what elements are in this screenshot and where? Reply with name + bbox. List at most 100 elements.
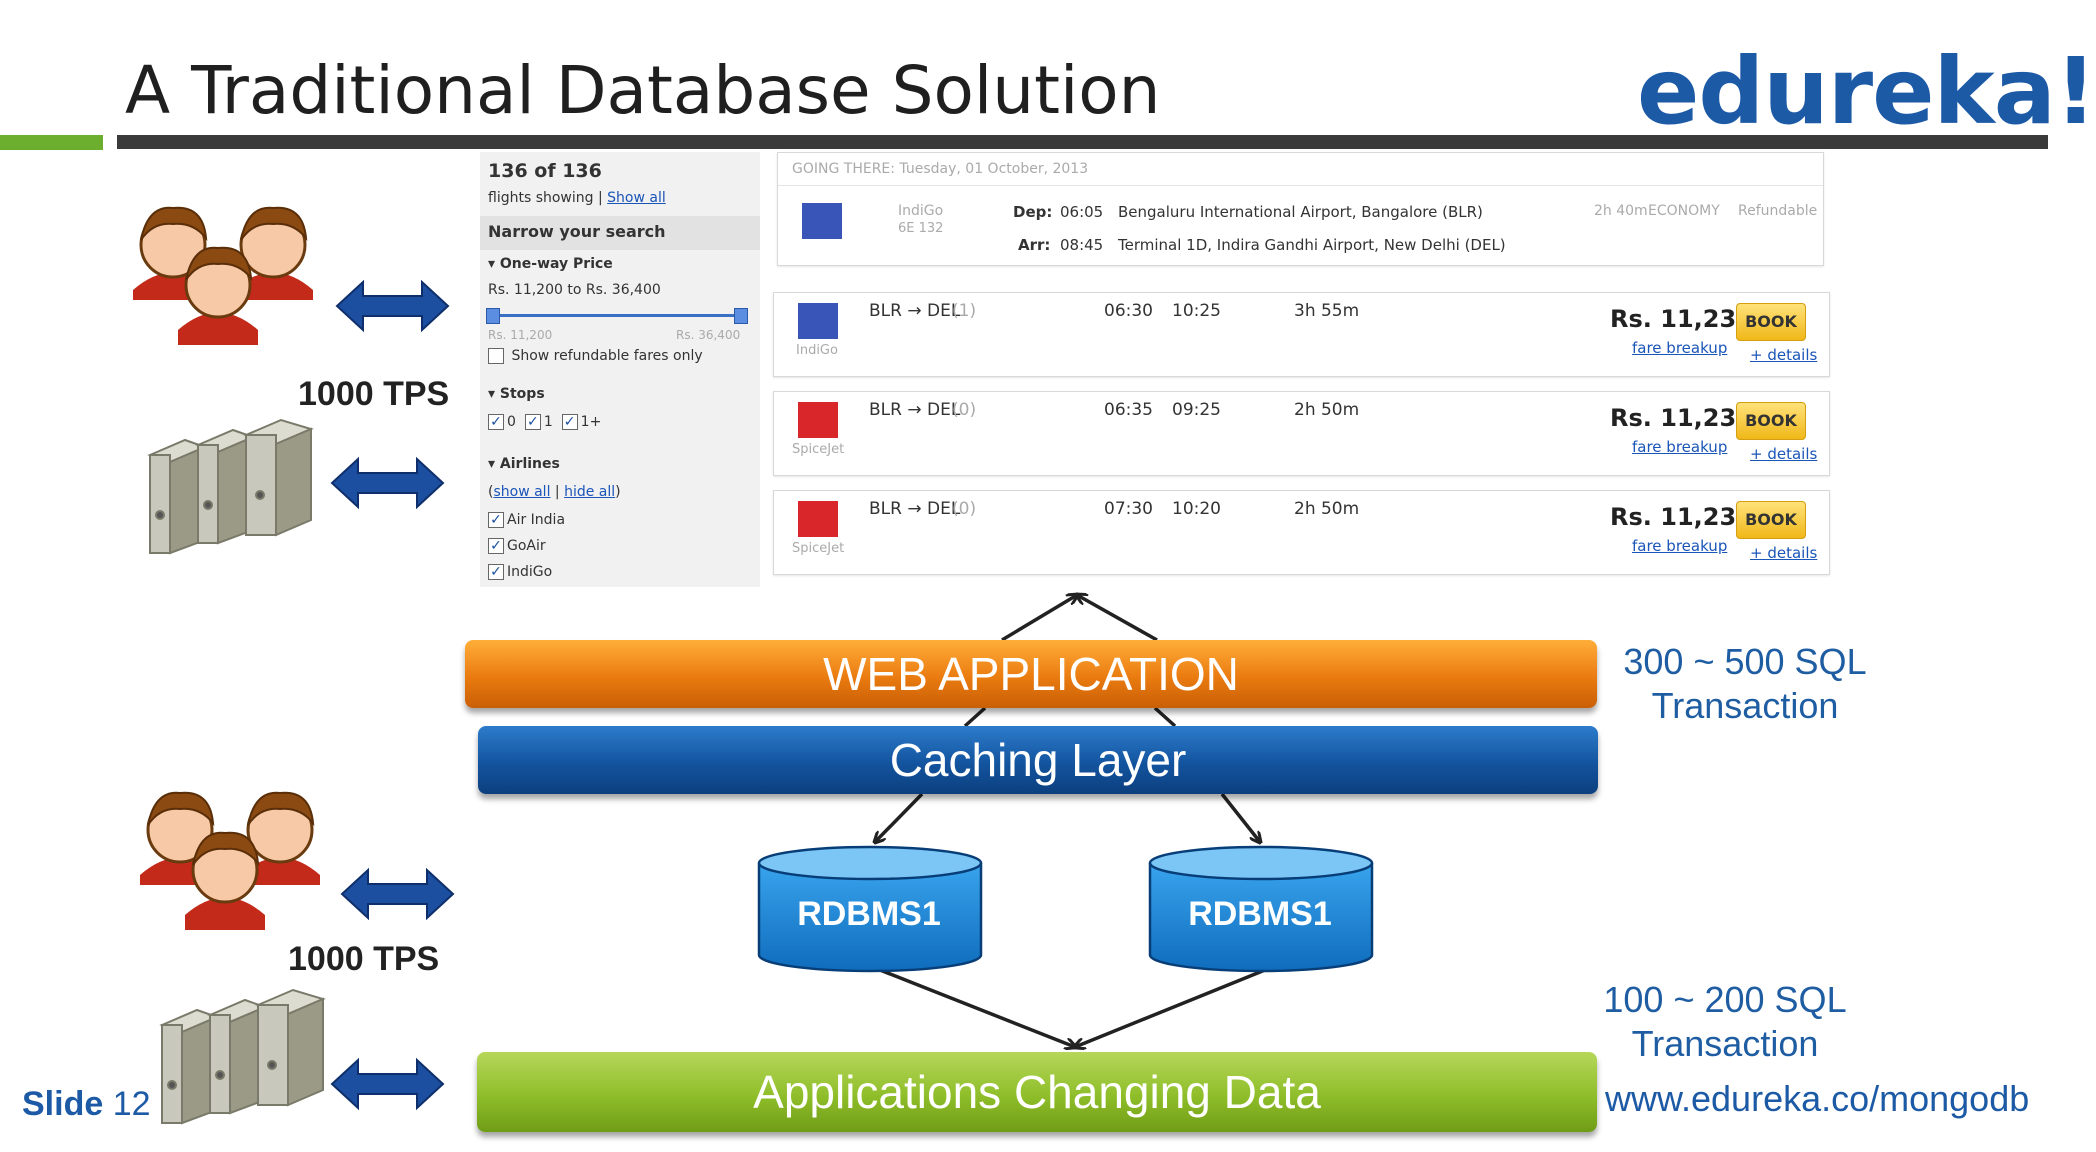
price: Rs. 11,236 — [1610, 305, 1753, 333]
detail-duration: 2h 40m — [1594, 203, 1648, 219]
stops-count: (0) — [952, 400, 977, 420]
arr-time: 10:25 — [1172, 301, 1221, 321]
stops-1plus-label: 1+ — [580, 414, 602, 430]
stops-1-checkbox[interactable]: ✓ — [524, 414, 541, 430]
duration: 2h 50m — [1294, 400, 1360, 420]
slider-max-label: Rs. 36,400 — [676, 328, 741, 342]
database-icon — [1148, 845, 1374, 973]
show-all-airlines-link[interactable]: show all — [493, 484, 551, 500]
applications-changing-data-layer: Applications Changing Data — [477, 1052, 1597, 1132]
stops-heading[interactable]: Stops — [499, 386, 545, 402]
bottom-sql-rate: 100 ~ 200 SQL — [1603, 979, 1847, 1020]
details-link[interactable]: + details — [1750, 445, 1818, 463]
airline-name: SpiceJet — [792, 541, 845, 556]
airlines-heading[interactable]: Airlines — [499, 456, 560, 472]
stops-count: (0) — [952, 499, 977, 519]
flight-row[interactable]: SpiceJet BLR → DEL (0) 07:30 10:20 2h 50… — [773, 490, 1830, 575]
arrow-cache-db1 — [875, 792, 924, 842]
page-title: A Traditional Database Solution — [125, 52, 1161, 129]
tps-label-top: 1000 TPS — [298, 375, 450, 413]
database-label: RDBMS1 — [1188, 895, 1332, 933]
price: Rs. 11,236 — [1610, 503, 1753, 531]
servers-icon — [159, 988, 326, 1125]
arr-label: Arr: — [1018, 236, 1051, 254]
show-all-link[interactable]: Show all — [607, 190, 666, 206]
narrow-search-heading: Narrow your search — [488, 222, 666, 241]
flight-search-screenshot: 136 of 136 flights showing | Show all Na… — [480, 152, 1855, 587]
airline-label: GoAir — [507, 538, 546, 554]
arrow-cache-db2 — [1220, 792, 1260, 842]
footer-url[interactable]: www.edureka.co/mongodb — [1605, 1078, 2030, 1119]
details-link[interactable]: + details — [1750, 544, 1818, 562]
edureka-logo: edureka! — [1637, 38, 2096, 145]
arrow-to-screenshot-right — [1077, 595, 1158, 642]
hide-all-airlines-link[interactable]: hide all — [564, 484, 616, 500]
slide-label: Slide — [22, 1085, 104, 1123]
arr-time: 08:45 — [1060, 236, 1104, 254]
double-arrow-icon — [330, 456, 445, 510]
title-underline — [117, 135, 2048, 149]
top-sql-rate: 300 ~ 500 SQL — [1623, 641, 1867, 682]
book-button[interactable]: BOOK — [1736, 303, 1806, 341]
slide-number: Slide 12 — [22, 1085, 151, 1124]
users-group-icon — [133, 206, 313, 345]
airline-name: IndiGo — [796, 343, 838, 358]
details-link[interactable]: + details — [1750, 346, 1818, 364]
price-slider-track[interactable] — [490, 314, 740, 317]
detail-flight-number: 6E 132 — [898, 221, 944, 236]
slider-min-label: Rs. 11,200 — [488, 328, 553, 342]
stops-0-checkbox[interactable]: ✓ — [488, 414, 504, 430]
airline-checkbox[interactable]: ✓ — [488, 512, 504, 528]
stops-1plus-checkbox[interactable]: ✓ — [561, 414, 578, 430]
price-slider-max-handle[interactable] — [734, 308, 748, 324]
link-web-cache-right — [1153, 706, 1177, 728]
connector-arrows — [0, 0, 1266, 1152]
database-label: RDBMS1 — [797, 895, 941, 933]
arr-time: 10:20 — [1172, 499, 1221, 519]
top-sql-unit: Transaction — [1651, 685, 1839, 726]
refundable-checkbox[interactable] — [488, 348, 504, 364]
book-button[interactable]: BOOK — [1736, 501, 1806, 539]
price-slider-min-handle[interactable] — [486, 308, 500, 324]
route: BLR → DEL — [869, 499, 961, 519]
fare-breakup-link[interactable]: fare breakup — [1632, 537, 1728, 555]
airline-checkbox[interactable]: ✓ — [488, 564, 504, 580]
dep-time: 06:30 — [1104, 301, 1153, 321]
airline-checkbox[interactable]: ✓ — [488, 538, 504, 554]
duration: 3h 55m — [1294, 301, 1360, 321]
caching-layer: Caching Layer — [478, 726, 1598, 794]
arr-time: 09:25 — [1172, 400, 1221, 420]
going-there-header: GOING THERE: Tuesday, 01 October, 2013 — [792, 161, 1089, 177]
airline-logo-icon — [798, 402, 838, 438]
refundable-label: Show refundable fares only — [511, 348, 703, 364]
bottom-sql-unit: Transaction — [1631, 1023, 1819, 1064]
web-application-layer: WEB APPLICATION — [465, 640, 1597, 708]
price-filter-heading[interactable]: One-way Price — [499, 256, 613, 272]
link-web-cache-left — [963, 706, 987, 728]
arrow-db2-apps — [1075, 968, 1266, 1047]
book-button[interactable]: BOOK — [1736, 402, 1806, 440]
detail-refundable: Refundable — [1738, 203, 1818, 219]
detail-airline: IndiGo — [898, 203, 944, 219]
flight-row[interactable]: IndiGo BLR → DEL (1) 06:30 10:25 3h 55m … — [773, 292, 1830, 377]
fare-breakup-link[interactable]: fare breakup — [1632, 438, 1728, 456]
arrow-db1-apps — [879, 968, 1075, 1047]
route: BLR → DEL — [869, 301, 961, 321]
slide-number-value: 12 — [112, 1085, 151, 1123]
flight-row[interactable]: SpiceJet BLR → DEL (0) 06:35 09:25 2h 50… — [773, 391, 1830, 476]
result-count: 136 of 136 — [488, 160, 602, 182]
double-arrow-icon — [330, 1057, 445, 1111]
airline-logo-icon — [798, 303, 838, 339]
arr-place: Terminal 1D, Indira Gandhi Airport, New … — [1118, 236, 1506, 254]
title-accent-green — [0, 135, 103, 150]
filter-sidebar: 136 of 136 flights showing | Show all Na… — [480, 152, 760, 587]
dep-time: 06:05 — [1060, 203, 1104, 221]
users-group-icon — [140, 791, 320, 930]
double-arrow-icon — [335, 279, 450, 333]
indigo-logo-icon — [802, 203, 842, 239]
airline-logo-icon — [798, 501, 838, 537]
dep-time: 07:30 — [1104, 499, 1153, 519]
fare-breakup-link[interactable]: fare breakup — [1632, 339, 1728, 357]
detail-class: ECONOMY — [1648, 203, 1720, 219]
price: Rs. 11,236 — [1610, 404, 1753, 432]
